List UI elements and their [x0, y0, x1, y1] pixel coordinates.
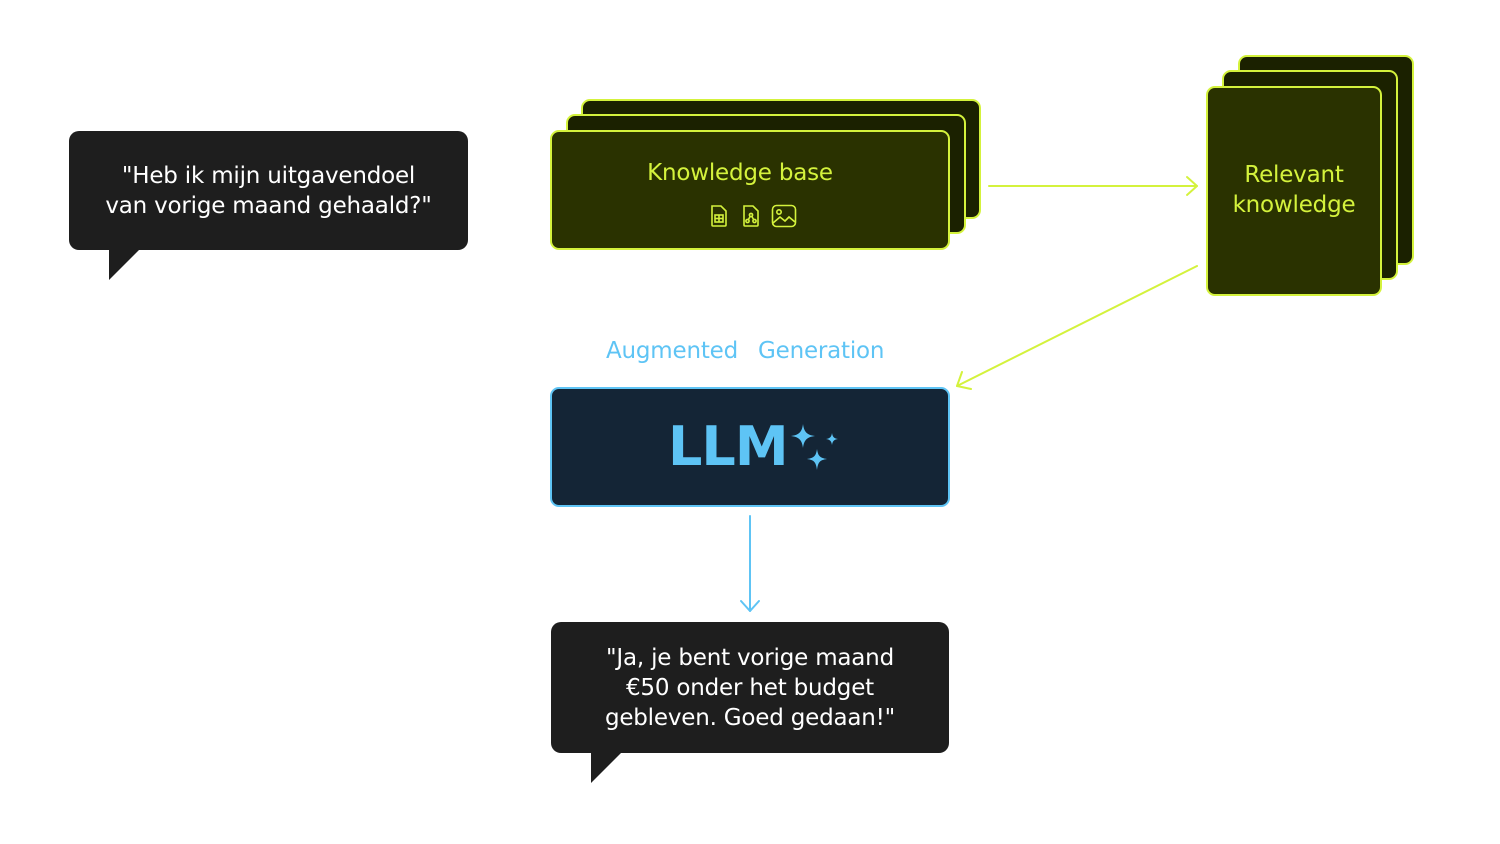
llm-label: LLM: [668, 415, 789, 478]
bubble-tail: [109, 249, 140, 280]
image-file-icon: [771, 204, 797, 228]
augmented-label: Augmented: [606, 338, 739, 364]
knowledge-base-label: Knowledge base: [647, 160, 833, 186]
generation-label: Generation: [758, 338, 885, 364]
diagram-file-icon: [739, 204, 763, 228]
question-line-2: van vorige maand gehaald?": [105, 192, 432, 219]
answer-line-1: "Ja, je bent vorige maand: [606, 644, 894, 671]
llm-box: [550, 387, 950, 507]
knowledge-base-icons: [707, 204, 797, 228]
knowledge-base-card: [550, 130, 950, 250]
answer-line-3: gebleven. Goed gedaan!": [604, 704, 896, 731]
question-bubble: "Heb ik mijn uitgavendoel van vorige maa…: [69, 131, 468, 280]
relevant-knowledge-line-2: knowledge: [1232, 192, 1356, 218]
relevant-knowledge-label: Relevant knowledge: [1206, 160, 1382, 220]
arrow-llm-to-answer: [740, 515, 760, 612]
arrow-relevant-to-llm: [956, 265, 1198, 390]
relevant-knowledge-card: [1206, 86, 1382, 296]
answer-bubble: "Ja, je bent vorige maand €50 onder het …: [551, 622, 949, 783]
bubble-tail: [591, 752, 622, 783]
relevant-knowledge-line-1: Relevant: [1244, 162, 1344, 188]
question-line-1: "Heb ik mijn uitgavendoel: [121, 162, 416, 189]
answer-line-2: €50 onder het budget: [626, 674, 874, 701]
arrow-kb-to-relevant: [988, 176, 1198, 196]
spreadsheet-file-icon: [707, 204, 731, 228]
sparkles-icon: [791, 424, 838, 470]
